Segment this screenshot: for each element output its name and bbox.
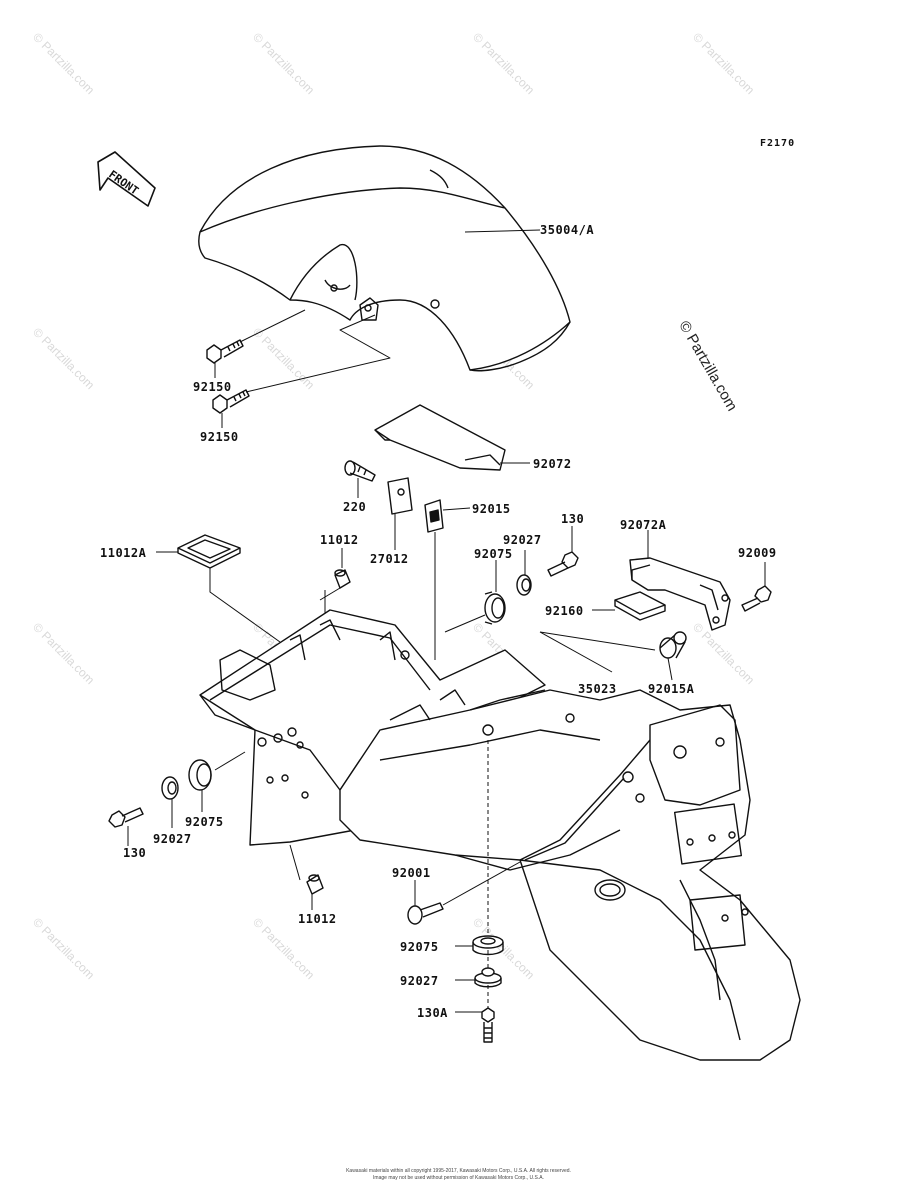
grommet-92075-icon	[484, 591, 506, 625]
cap-11012-icon	[334, 569, 351, 589]
pad-11012A	[177, 534, 241, 569]
label-92150: 92150	[200, 430, 239, 444]
figure-code: F2170	[760, 138, 796, 149]
bolt-92001-icon	[407, 902, 444, 925]
rear-fender-35023	[199, 609, 801, 1061]
label-92001: 92001	[392, 866, 431, 880]
label-130A: 130A	[417, 1006, 448, 1020]
collar-92027-icon	[474, 967, 502, 988]
bracket-92072A	[629, 557, 731, 631]
nut-92015	[424, 499, 444, 533]
label-35004a: 35004/A	[540, 223, 595, 237]
label-130: 130	[123, 846, 147, 860]
cap-11012-icon	[306, 874, 324, 895]
label-27012: 27012	[370, 552, 409, 566]
bolt-92009-icon	[741, 585, 772, 612]
collar-92015A-icon	[659, 631, 687, 659]
label-92075: 92075	[185, 815, 224, 829]
label-11012: 11012	[320, 533, 359, 547]
collar-92027-icon	[516, 574, 532, 596]
strap-92072	[374, 404, 506, 471]
grommet-92075-icon	[472, 935, 504, 956]
collar-92027-icon	[161, 776, 179, 800]
front-arrow-icon: FRONT	[97, 151, 156, 207]
label-92027: 92027	[400, 974, 439, 988]
label-92027: 92027	[153, 832, 192, 846]
label-92072A: 92072A	[620, 518, 667, 532]
label-92075: 92075	[400, 940, 439, 954]
screw-220-icon	[344, 460, 376, 482]
label-92015A: 92015A	[648, 682, 695, 696]
label-11012: 11012	[298, 912, 337, 926]
label-35023: 35023	[578, 682, 617, 696]
bolt-92150-icon	[206, 339, 244, 364]
front-fender	[198, 145, 571, 372]
label-11012A: 11012A	[100, 546, 147, 560]
label-92072: 92072	[533, 457, 572, 471]
footer-copyright: Kawasaki materials within all copyright …	[346, 1168, 571, 1174]
bolt-130-icon	[108, 807, 144, 828]
footer-copyright: Image may not be used without permission…	[373, 1175, 544, 1181]
grommet-92075-icon	[188, 759, 212, 791]
label-92015: 92015	[472, 502, 511, 516]
label-92009: 92009	[738, 546, 777, 560]
clip-27012	[387, 477, 413, 515]
label-92075: 92075	[474, 547, 513, 561]
label-220: 220	[343, 500, 367, 514]
label-130: 130	[561, 512, 585, 526]
bolt-92150-icon	[212, 389, 250, 414]
bolt-130A-icon	[481, 1007, 495, 1043]
label-92160: 92160	[545, 604, 584, 618]
label-92027: 92027	[503, 533, 542, 547]
bolt-130-icon	[547, 551, 579, 577]
pad-92160	[614, 591, 666, 621]
label-92150: 92150	[193, 380, 232, 394]
